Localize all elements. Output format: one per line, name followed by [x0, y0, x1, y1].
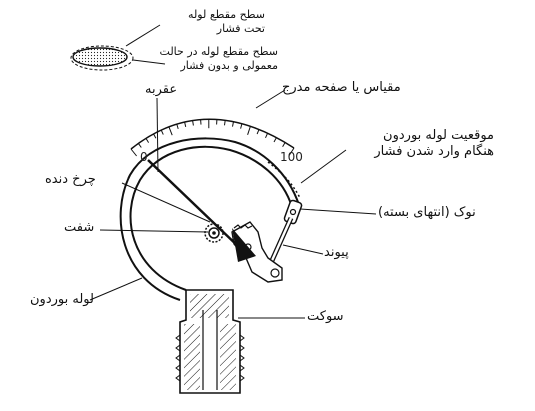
dial-scale: [130, 89, 295, 157]
leader-link: [282, 244, 324, 255]
label-pressure-section: سطح مقطع لوله تحت فشار: [188, 8, 265, 35]
scale-tick: [168, 126, 173, 136]
label-tip: نوک (انتهای بسته): [378, 205, 476, 220]
label-dial-scale: مقیاس یا صفحه مدرج: [282, 80, 401, 95]
leader-tip: [299, 208, 377, 215]
pressurized-section-ellipse: [72, 47, 128, 67]
scale-tick: [176, 123, 179, 130]
cross-section-figure: [70, 24, 166, 71]
link-rod: [267, 216, 294, 267]
label-normal-section-line2: معمولی و بدون فشار: [180, 58, 278, 72]
scale-tick: [282, 142, 286, 148]
pressurized-tube-dotted: [267, 161, 301, 199]
label-normal-section: سطح مقطع لوله در حالت معمولی و بدون فشار: [159, 45, 278, 73]
label-socket: سوکت: [307, 309, 344, 324]
scale-min-label: 0: [140, 150, 148, 164]
scale-tick: [137, 143, 142, 148]
label-link: پیوند: [324, 245, 349, 260]
scale-tick: [288, 147, 295, 156]
leader-pointer: [156, 97, 159, 173]
label-bourdon-tube: لوله بوردون: [30, 292, 94, 307]
scale-tick: [273, 137, 277, 143]
scale-max-label: 100: [280, 150, 303, 164]
scale-tick: [224, 120, 226, 126]
scale-tick: [160, 129, 164, 135]
tube-tip: [283, 199, 303, 225]
scale-tick: [265, 132, 269, 139]
scale-tick: [256, 129, 260, 135]
scale-tick: [184, 121, 187, 128]
scale-tick: [153, 133, 157, 139]
label-pressurized-position-line1: موقعیت لوله بوردون: [383, 128, 494, 143]
leader-gear: [121, 182, 211, 223]
label-pressurized-position-line2: هنگام وارد شدن فشار: [374, 144, 494, 160]
pinion-gear: [204, 223, 224, 243]
scale-tick: [240, 123, 243, 129]
pointer-needle: [147, 159, 256, 262]
leader-pressure-section: [125, 24, 161, 47]
socket: [175, 289, 245, 394]
normal-section-ellipse: [70, 45, 134, 71]
scale-tick: [130, 148, 137, 157]
leader-shaft: [99, 229, 209, 233]
scale-tick: [145, 138, 150, 143]
scale-tick: [232, 121, 234, 127]
label-gear: چرخ دنده: [45, 172, 96, 187]
label-normal-section-line1: سطح مقطع لوله در حالت: [159, 45, 278, 58]
leader-pressurized-pos: [300, 149, 347, 184]
leader-normal-section: [132, 59, 166, 65]
label-pointer: عقربه: [145, 82, 178, 97]
label-pressurized-position: موقعیت لوله بوردون هنگام وارد شدن فشار: [344, 128, 494, 161]
scale-tick: [192, 120, 194, 126]
leader-dial-scale: [255, 89, 286, 109]
bourdon-tube: [119, 137, 301, 301]
scale-tick: [247, 126, 251, 135]
leader-bourdon: [89, 277, 143, 301]
label-shaft: شفت: [64, 220, 95, 235]
leader-lines: [89, 97, 377, 319]
